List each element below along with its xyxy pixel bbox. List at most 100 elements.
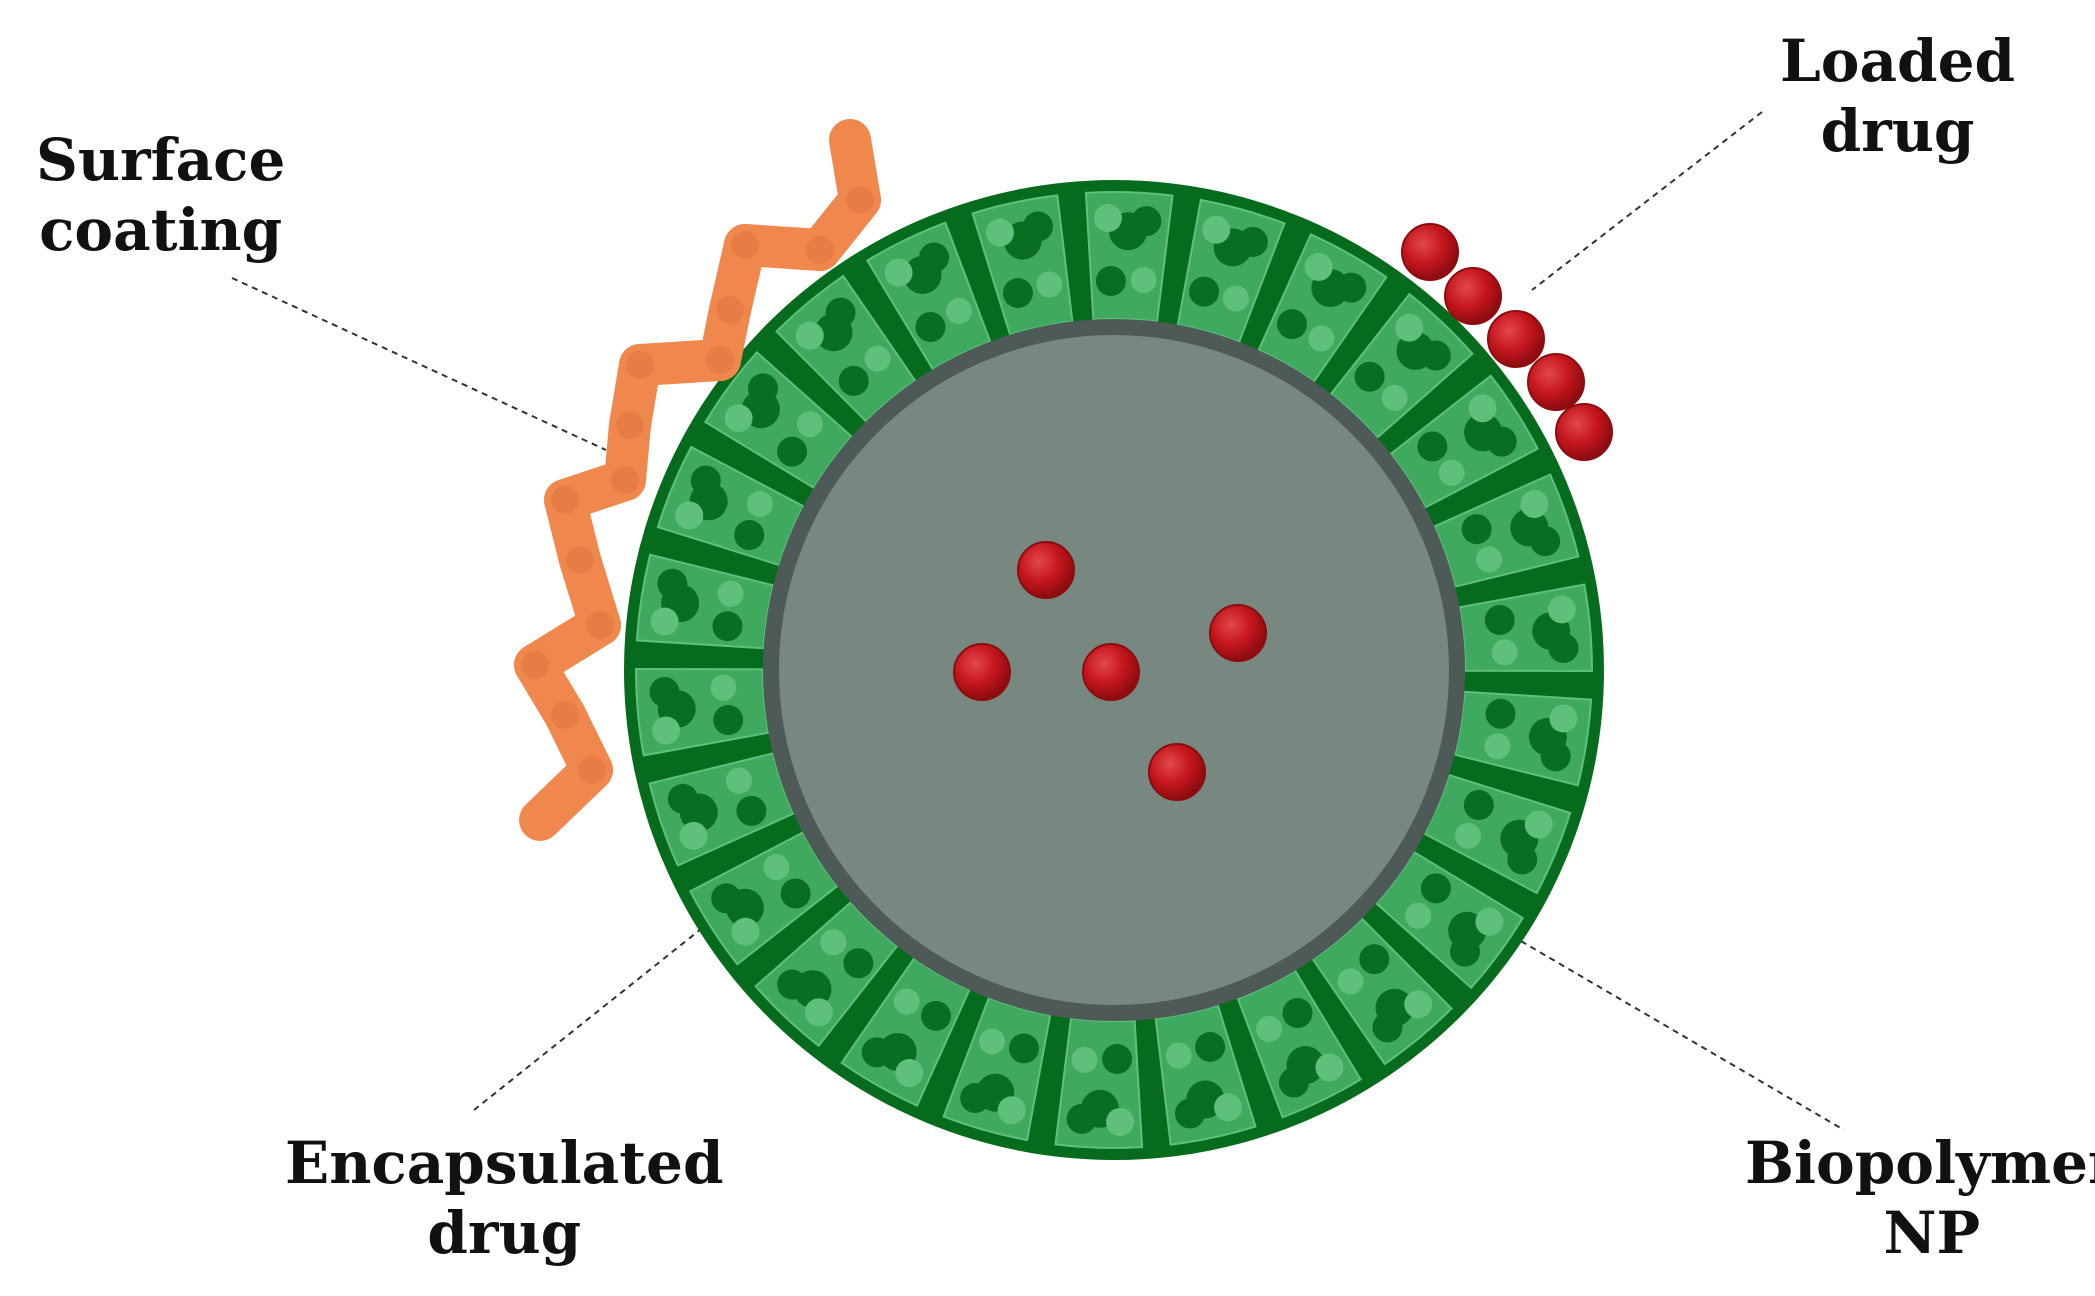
drug-molecule-icon <box>1401 223 1459 281</box>
shell-pore <box>1102 1043 1133 1074</box>
shell-pore <box>843 948 874 979</box>
shell-pore <box>997 1096 1026 1125</box>
polymer-chain-joint <box>551 701 579 729</box>
shell-pore <box>1165 1042 1192 1069</box>
shell-pore <box>1524 810 1553 839</box>
drug-molecule-icon <box>953 643 1011 701</box>
polymer-chain-joint <box>706 346 734 374</box>
shell-pore <box>1450 936 1481 967</box>
shell-pore <box>825 297 856 328</box>
shell-pore <box>1381 384 1408 411</box>
shell-pore <box>1008 1033 1039 1064</box>
shell-pore <box>1455 822 1482 849</box>
shell-pore <box>1066 1103 1097 1134</box>
shell-pore <box>1486 426 1517 457</box>
shell-pore <box>1520 490 1549 519</box>
shell-pore <box>1277 309 1308 340</box>
shell-pore <box>1354 361 1385 392</box>
shell-pore <box>1404 990 1433 1019</box>
polymer-chain-icon <box>519 749 613 841</box>
shell-pore <box>1405 902 1432 929</box>
shell-pore <box>1484 733 1511 760</box>
shell-pore <box>1530 526 1561 557</box>
shell-pore <box>736 795 767 826</box>
shell-pore <box>1395 313 1424 342</box>
shell-pore <box>1484 605 1515 636</box>
shell-pore <box>864 345 891 372</box>
shell-pore <box>1106 1107 1135 1136</box>
shell-pore <box>777 969 808 1000</box>
shell-pore <box>1256 1015 1283 1042</box>
shell-pore <box>1304 252 1333 281</box>
shell-pore <box>710 674 737 701</box>
polymer-chain-joint <box>586 611 614 639</box>
shell-pore <box>1002 278 1033 309</box>
shell-pore <box>1130 267 1157 294</box>
shell-pore <box>731 917 760 946</box>
shell-pore <box>1174 1098 1205 1129</box>
shell-pore <box>1337 968 1364 995</box>
drug-molecule-icon <box>1082 643 1140 701</box>
shell-pore <box>1278 1067 1309 1098</box>
shell-pore <box>1420 873 1451 904</box>
shell-pore <box>884 258 913 287</box>
shell-pore <box>1093 204 1122 233</box>
leader-biopolymer-np <box>1501 929 1845 1131</box>
shell-pore <box>1549 704 1578 733</box>
shell-pore <box>1485 698 1516 729</box>
shell-pore <box>679 821 708 850</box>
shell-pore <box>1463 790 1494 821</box>
shell-pore <box>1071 1046 1098 1073</box>
leader-loaded-drug <box>1531 111 1763 291</box>
shell-pore <box>777 436 808 467</box>
shell-pore <box>820 929 847 956</box>
polymer-chain-joint <box>578 756 606 784</box>
drug-molecule-icon <box>1444 267 1502 325</box>
shell-pore <box>915 312 946 343</box>
shell-pore <box>960 1083 991 1114</box>
shell-pore <box>713 704 744 735</box>
leader-encapsulated-drug <box>473 731 949 1111</box>
polymer-chain-joint <box>846 186 874 214</box>
shell-pore <box>1491 639 1518 666</box>
shell-pore <box>763 854 790 881</box>
shell-pore <box>724 404 753 433</box>
shell-pore <box>838 365 869 396</box>
drug-molecule-icon <box>1555 403 1613 461</box>
polymer-chain-joint <box>716 296 744 324</box>
shell-pore <box>650 607 679 636</box>
shell-pore <box>1336 272 1367 303</box>
label-surface-coating: Surface coating <box>36 125 285 265</box>
shell-pore <box>746 491 773 518</box>
shell-pore <box>1420 340 1451 371</box>
polymer-chain-joint <box>731 231 759 259</box>
label-encapsulated-drug: Encapsulated drug <box>285 1128 724 1268</box>
shell-pore <box>895 1059 924 1088</box>
shell-pore <box>1359 944 1390 975</box>
shell-pore <box>1547 595 1576 624</box>
shell-pore <box>1202 215 1231 244</box>
shell-pore <box>1476 546 1503 573</box>
label-encapsulated-drug-line2: drug <box>427 1199 582 1267</box>
polymer-chain-joint <box>806 236 834 264</box>
polymer-chain-joint <box>626 351 654 379</box>
polymer-chain-joint <box>611 466 639 494</box>
shell-pore <box>919 242 950 273</box>
drug-molecule-icon <box>1148 743 1206 801</box>
drug-molecule-icon <box>1527 353 1585 411</box>
shell-pore <box>1540 741 1571 772</box>
shell-pore <box>675 501 704 530</box>
shell-pore <box>1548 633 1579 664</box>
label-surface-coating-line1: Surface <box>36 126 286 194</box>
shell-pore <box>1222 285 1249 312</box>
shell-pore <box>1189 276 1220 307</box>
shell-pore <box>920 1000 951 1031</box>
label-loaded-drug-line1: Loaded <box>1780 27 2016 95</box>
shell-pore <box>796 411 823 438</box>
shell-pore <box>893 988 920 1015</box>
polymer-chain-joint <box>521 651 549 679</box>
drug-molecule-icon <box>1209 604 1267 662</box>
shell-pore <box>1372 1012 1403 1043</box>
drug-molecule-icon <box>1017 541 1075 599</box>
